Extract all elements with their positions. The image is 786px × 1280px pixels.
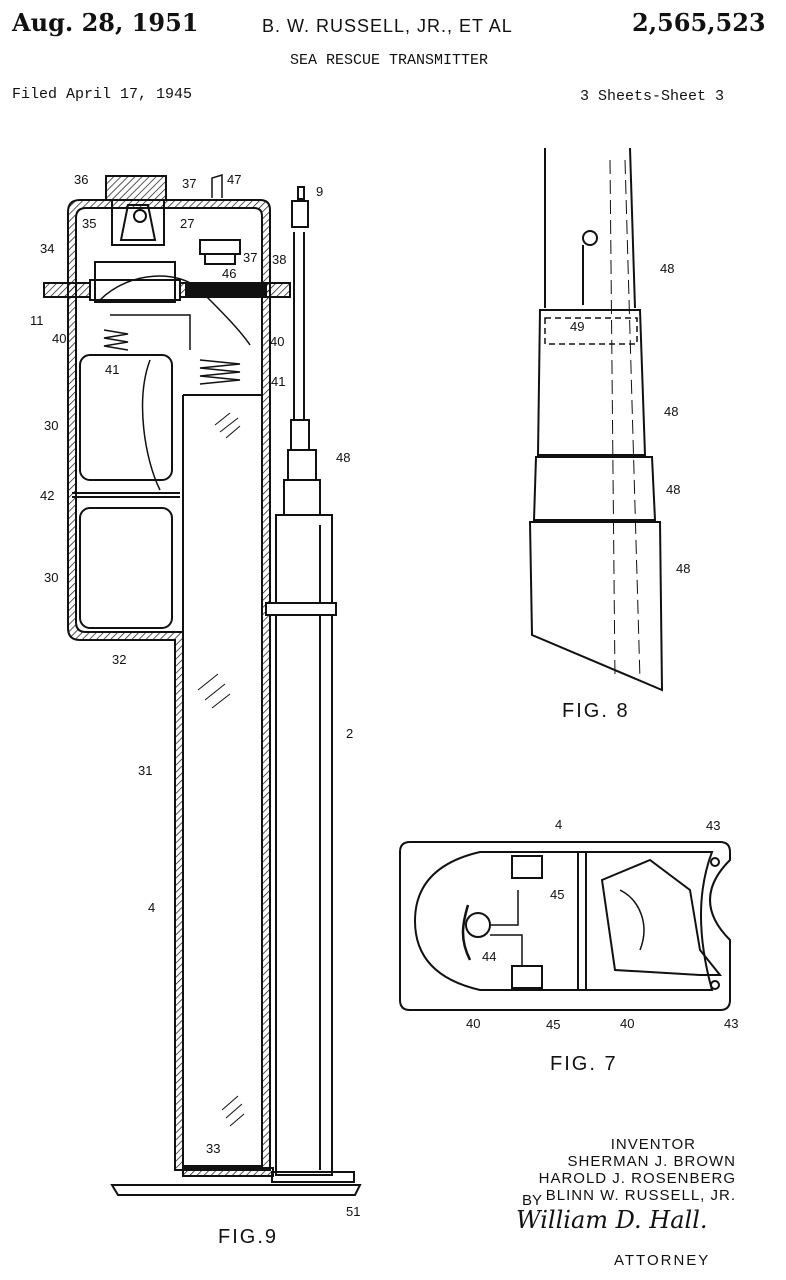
svg-text:4: 4 [148,900,155,915]
inventor-heading: INVENTOR [610,1136,696,1153]
patent-number: 2,565,523 [632,8,766,37]
svg-text:40: 40 [620,1016,634,1031]
inventor-name: HAROLD J. ROSENBERG [538,1170,736,1187]
svg-text:45: 45 [546,1017,560,1032]
svg-text:33: 33 [206,1141,220,1156]
inventor-name: SHERMAN J. BROWN [567,1153,736,1170]
svg-text:46: 46 [222,266,236,281]
inventors-heading: B. W. RUSSELL, JR., ET AL [262,16,513,36]
svg-text:38: 38 [272,252,286,267]
svg-text:51: 51 [346,1204,360,1219]
svg-text:42: 42 [40,488,54,503]
svg-text:30: 30 [44,570,58,585]
svg-text:43: 43 [724,1016,738,1031]
svg-text:40: 40 [270,334,284,349]
svg-text:47: 47 [227,172,241,187]
svg-text:30: 30 [44,418,58,433]
fig8-caption: FIG. 8 [562,700,630,722]
svg-text:45: 45 [550,887,564,902]
svg-text:41: 41 [105,362,119,377]
svg-text:34: 34 [40,241,54,256]
by-label: BY [522,1192,543,1209]
svg-text:32: 32 [112,652,126,667]
fig7-drawing [399,841,731,1011]
svg-text:49: 49 [570,319,584,334]
fig9-labels: 36 37 47 9 35 27 34 37 46 38 11 40 40 41… [30,172,360,1248]
svg-text:4: 4 [555,817,562,832]
attorney-signature: William D. Hall. [516,1206,708,1234]
patent-title: SEA RESCUE TRANSMITTER [290,52,489,69]
inventor-block: INVENTOR SHERMAN J. BROWN HAROLD J. ROSE… [539,1136,736,1204]
svg-text:11: 11 [30,313,44,328]
svg-text:2: 2 [346,726,353,741]
svg-text:48: 48 [664,404,678,419]
svg-text:37: 37 [243,250,257,265]
filed-date: Filed April 17, 1945 [12,86,193,103]
fig9-drawing [43,173,362,1196]
svg-text:27: 27 [180,216,194,231]
patent-date: Aug. 28, 1951 [12,8,199,37]
svg-text:48: 48 [676,561,690,576]
fig9-caption: FIG.9 [218,1226,278,1248]
sheet-count: 3 Sheets-Sheet 3 [580,88,725,105]
fig8-labels: 48 49 48 48 48 FIG. 8 [562,261,690,722]
attorney-label: ATTORNEY [614,1252,711,1269]
svg-text:41: 41 [271,374,285,389]
fig8-drawing [528,147,664,692]
svg-text:48: 48 [666,482,680,497]
svg-text:37: 37 [182,176,196,191]
inventor-name: BLINN W. RUSSELL, JR. [545,1187,736,1204]
svg-text:43: 43 [706,818,720,833]
fig7-caption: FIG. 7 [550,1053,618,1075]
svg-text:40: 40 [52,331,66,346]
svg-text:48: 48 [660,261,674,276]
svg-text:9: 9 [316,184,323,199]
svg-text:44: 44 [482,949,496,964]
svg-text:48: 48 [336,450,350,465]
svg-text:40: 40 [466,1016,480,1031]
svg-text:31: 31 [138,763,152,778]
svg-text:36: 36 [74,172,88,187]
svg-text:35: 35 [82,216,96,231]
fig7-labels: 4 43 45 44 40 45 40 43 FIG. 7 [466,817,738,1075]
